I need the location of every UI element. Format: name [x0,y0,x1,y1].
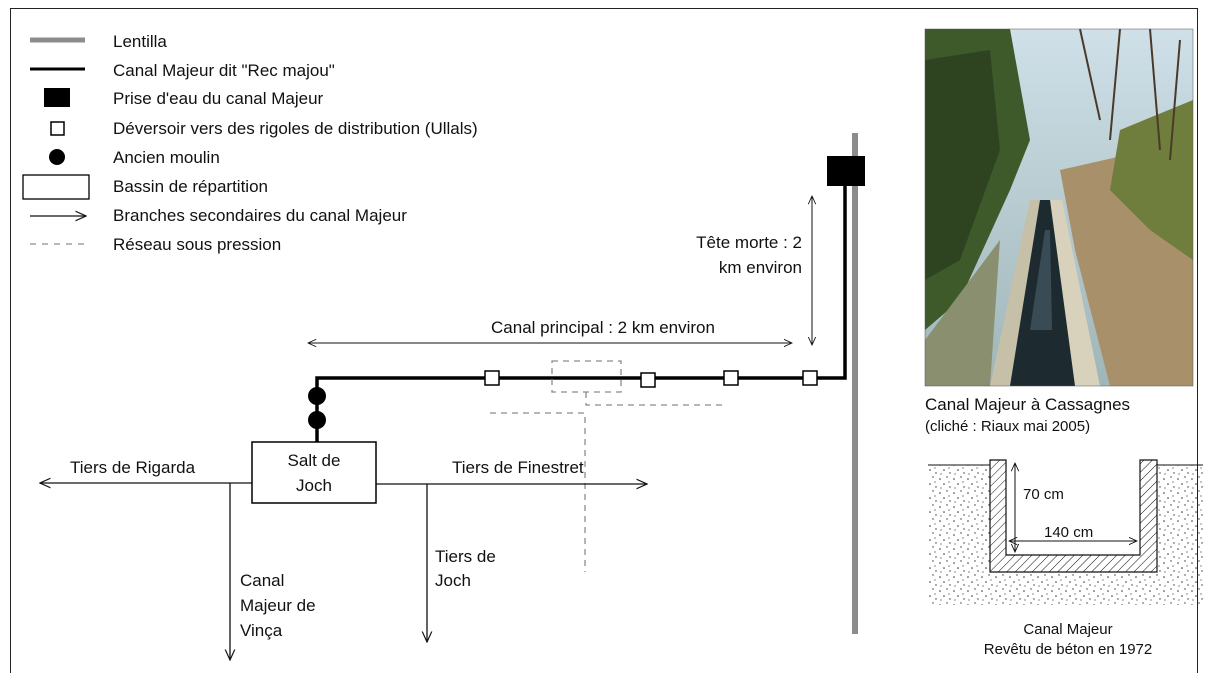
network-diagram: Tête morte : 2 km environ Canal principa… [40,133,865,660]
legend-lentilla-label: Lentilla [113,32,167,51]
tiers-joch-label-1: Tiers de [435,547,496,566]
tete-morte-label-1: Tête morte : 2 [696,233,802,252]
legend-branches-label: Branches secondaires du canal Majeur [113,206,407,225]
deversoir [640,372,656,388]
canal-photo [924,28,1194,387]
photo-caption: Canal Majeur à Cassagnes [925,395,1130,414]
canal-majeur-line [315,175,847,442]
finestret-label: Tiers de Finestret [452,458,584,477]
figure-frame [10,8,1198,673]
salt-de-joch-bassin [251,441,377,504]
canal-principal-label: Canal principal : 2 km environ [491,318,715,337]
legend-prise-symbol [44,88,70,107]
section-caption-2: Revêtu de béton en 1972 [984,641,1152,658]
vinca-label-1: Canal [240,571,284,590]
vinca-label-2: Majeur de [240,596,316,615]
legend-bassin-symbol [22,174,90,200]
canal-cross-section [928,459,1203,605]
reseau-sous-pression [490,360,722,572]
deversoir [802,370,818,386]
legend-moulin-label: Ancien moulin [113,148,220,167]
photo-credit: (cliché : Riaux mai 2005) [925,418,1090,435]
deversoir [484,370,500,386]
ancien-moulin [308,387,326,405]
tiers-joch-label-2: Joch [435,571,471,590]
depth-label: 70 cm [1023,486,1064,503]
ancien-moulin [308,411,326,429]
legend-canal-label: Canal Majeur dit "Rec majou" [113,61,335,80]
legend-reseau-label: Réseau sous pression [113,235,281,254]
section-caption-1: Canal Majeur [1023,621,1112,638]
legend: Lentilla Canal Majeur dit "Rec majou" Pr… [22,32,478,254]
legend-moulin-symbol [49,149,65,165]
legend-bassin-label: Bassin de répartition [113,177,268,196]
tete-morte-label-2: km environ [719,258,802,277]
legend-deversoir-symbol [50,121,65,136]
width-label: 140 cm [1044,524,1093,541]
vinca-label-3: Vinça [240,621,283,640]
salt-de-joch-label-1: Salt de [288,451,341,470]
deversoir [723,370,739,386]
rigarda-label: Tiers de Rigarda [70,458,196,477]
legend-deversoir-label: Déversoir vers des rigoles de distributi… [113,119,478,138]
prise-deau [827,156,865,186]
legend-prise-label: Prise d'eau du canal Majeur [113,89,324,108]
salt-de-joch-label-2: Joch [296,476,332,495]
